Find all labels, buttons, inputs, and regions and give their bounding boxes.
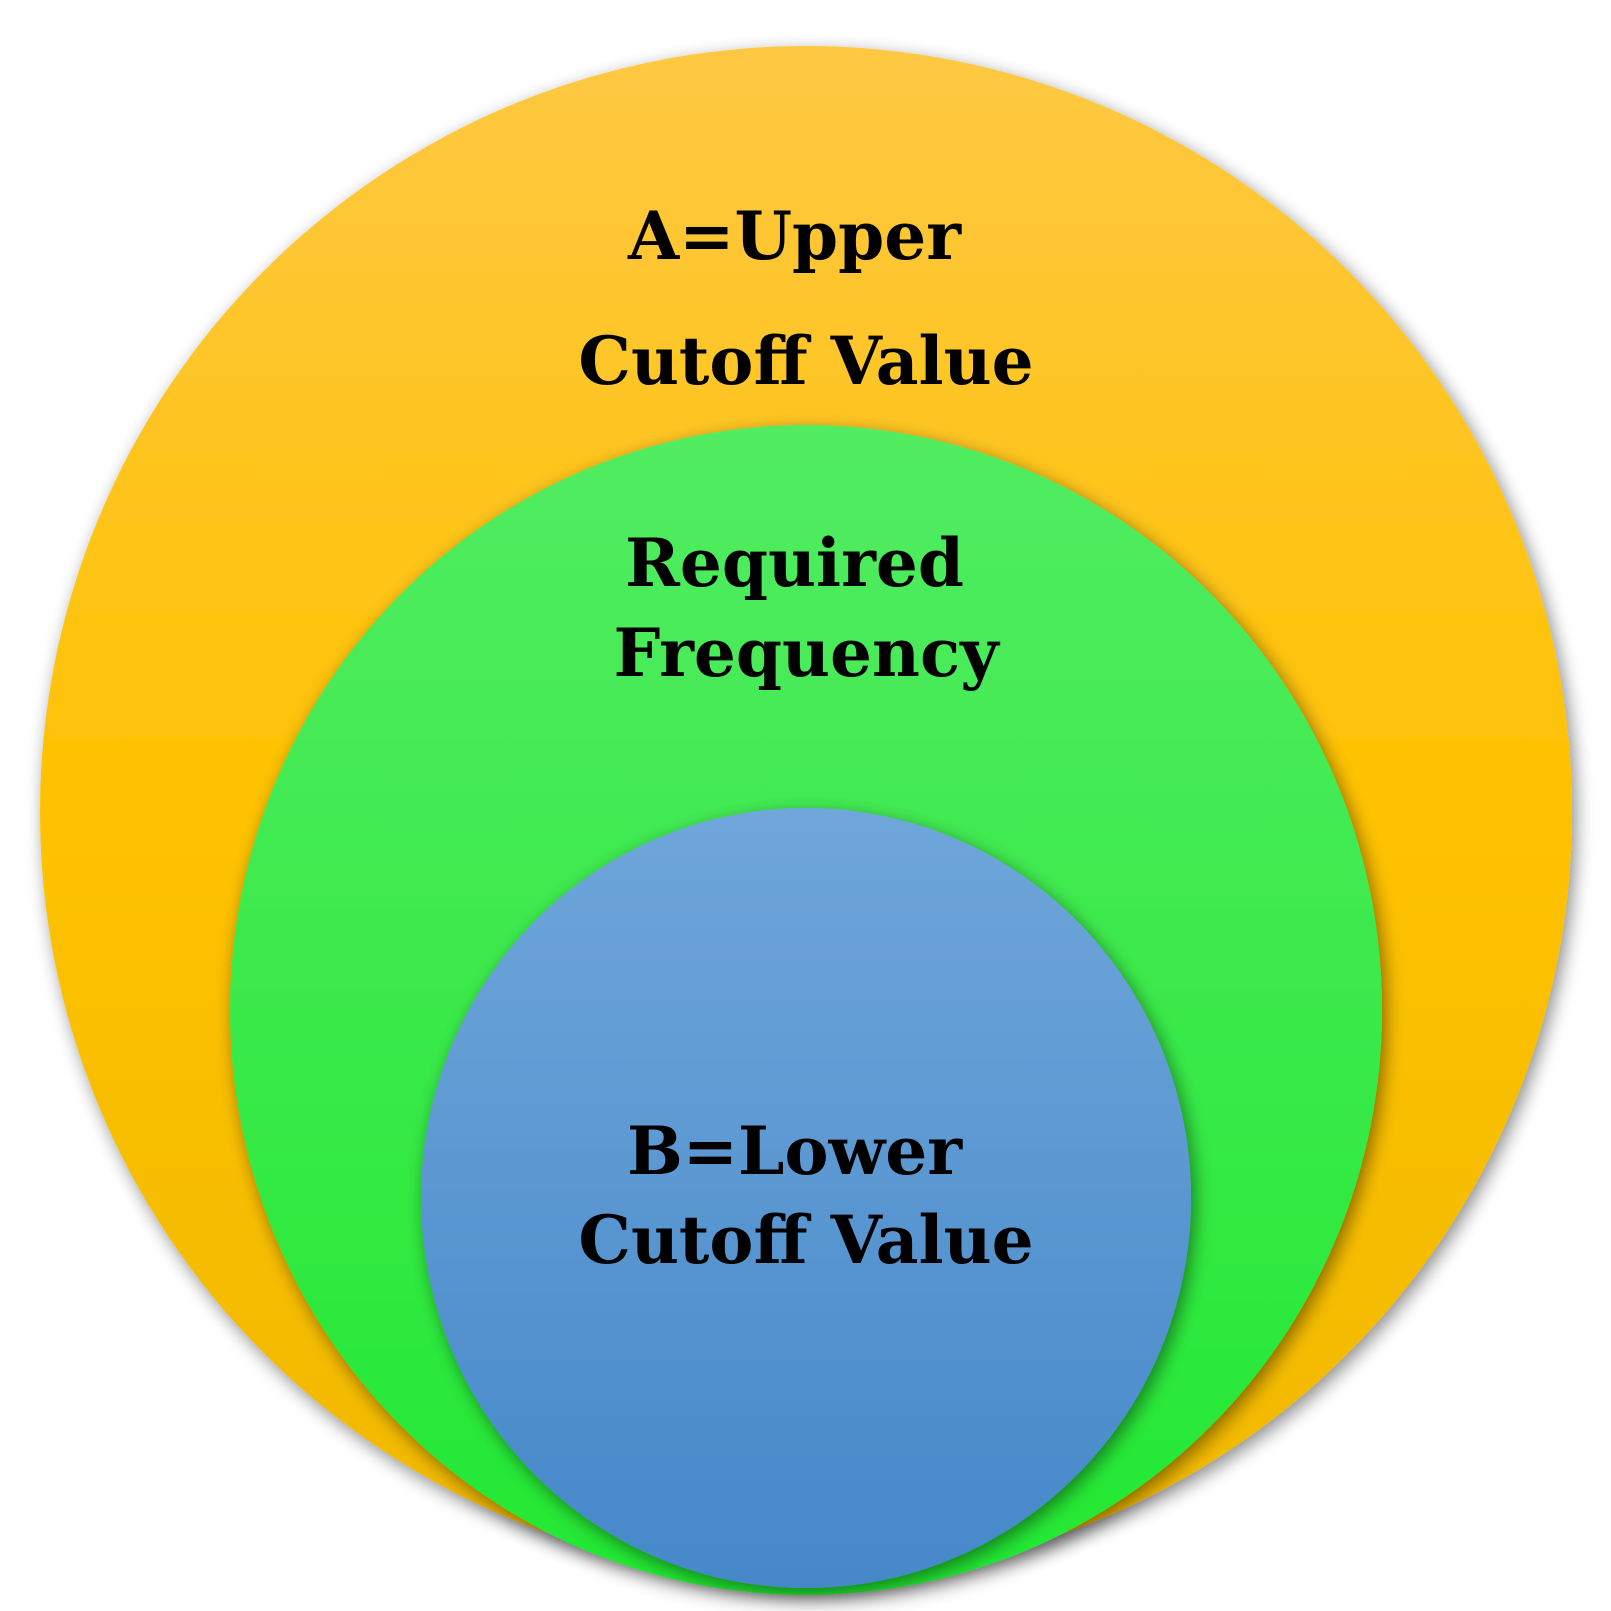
inner-label-line-2: Cutoff Value	[578, 1201, 1033, 1279]
middle-label-line-2: Frequency	[613, 614, 1000, 692]
middle-circle-label: Required Frequency	[613, 524, 1000, 692]
inner-label-line-1: B=Lower	[627, 1112, 963, 1190]
inner-circle-label: B=Lower Cutoff Value	[578, 1112, 1033, 1279]
outer-label-line-2: Cutoff Value	[578, 322, 1033, 400]
middle-label-line-1: Required	[625, 524, 964, 602]
outer-label-line-1: A=Upper	[627, 197, 962, 275]
inner-circle	[421, 808, 1191, 1588]
inner-circle-group: B=Lower Cutoff Value	[421, 808, 1191, 1588]
outer-circle-label: A=Upper Cutoff Value	[578, 197, 1033, 400]
